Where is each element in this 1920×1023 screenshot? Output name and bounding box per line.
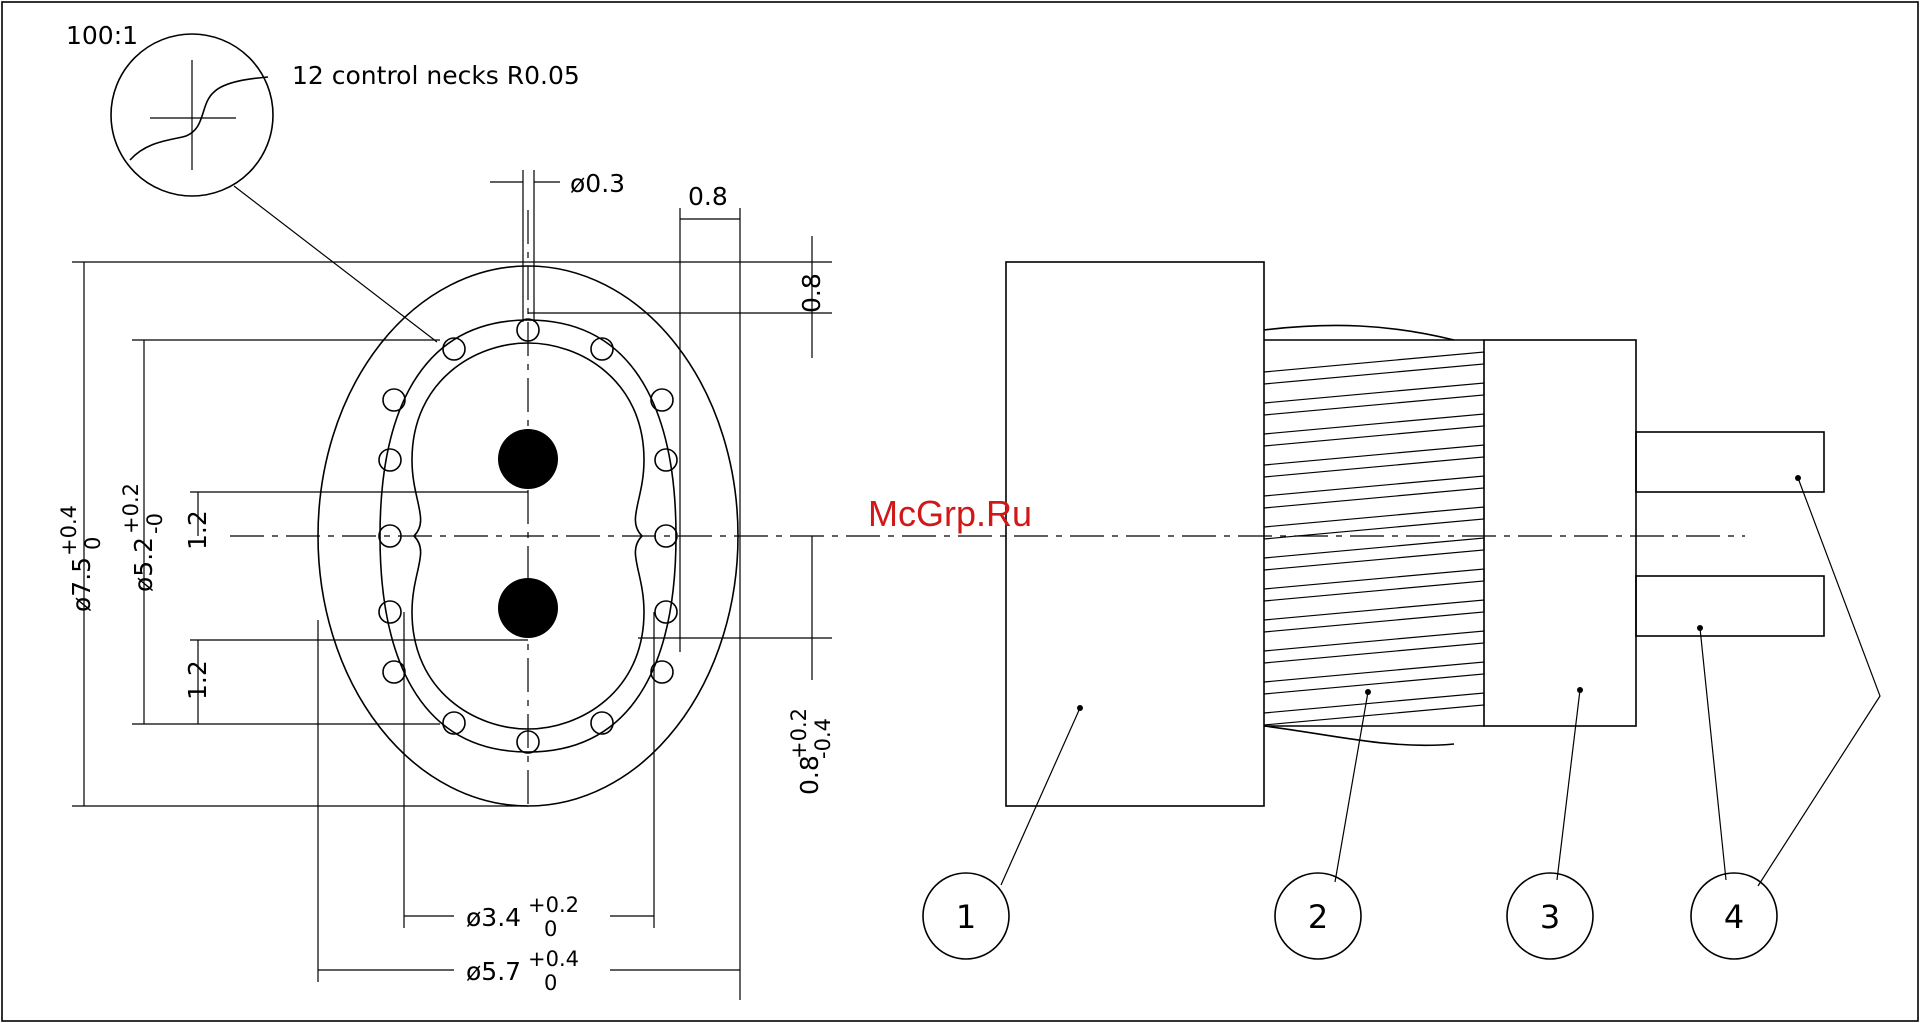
control-neck-hole — [443, 712, 465, 734]
dim-mid-dia-base: ø5.7 — [466, 957, 521, 986]
thread-ridge — [1264, 445, 1484, 477]
thread-ridge — [1264, 352, 1484, 384]
balloon-label: 3 — [1540, 898, 1560, 936]
control-neck-hole — [383, 661, 405, 683]
dim-inner-dia-lower: 0 — [544, 917, 557, 941]
thread-edge-top — [1264, 325, 1454, 340]
control-neck-hole — [655, 449, 677, 471]
balloon-label: 2 — [1308, 898, 1328, 936]
thread-ridge — [1264, 538, 1484, 570]
leader-dot — [1077, 705, 1083, 711]
thread-ridge — [1264, 476, 1484, 508]
part-4-pins — [1636, 432, 1824, 636]
control-neck-hole — [379, 601, 401, 623]
dim-mid-dia-lower: 0 — [544, 971, 557, 995]
balloon-1: 1 — [923, 873, 1009, 959]
dim-hole-dia: ø0.3 — [570, 169, 625, 198]
dim-pitch-bottom: 1.2 — [183, 660, 212, 700]
control-neck-hole — [379, 449, 401, 471]
control-neck-hole — [651, 389, 673, 411]
part-3-body — [1484, 340, 1636, 726]
control-neck-hole — [443, 338, 465, 360]
part-2-threads — [1264, 325, 1484, 745]
dim-ring-dia-upper: +0.2 — [119, 483, 143, 534]
control-neck-hole — [655, 601, 677, 623]
leader-dot — [1577, 687, 1583, 693]
thread-ridge — [1264, 414, 1484, 446]
watermark: McGrp.Ru — [868, 493, 1032, 534]
balloon-leader — [1001, 708, 1080, 885]
thread-ridge — [1264, 569, 1484, 601]
dim-flange-width: 0.8 — [688, 182, 728, 211]
balloon-3: 3 — [1507, 873, 1593, 959]
balloon-leader — [1758, 478, 1880, 886]
leader-dot — [1697, 625, 1703, 631]
dim-side-offset-upper: +0.2 — [787, 708, 811, 759]
dim-side-offset-lower: -0.4 — [811, 718, 835, 759]
thread-ridge — [1264, 383, 1484, 415]
balloon-label: 4 — [1724, 898, 1744, 936]
dim-ring-dia-lower: -0 — [143, 513, 167, 534]
control-neck-hole — [591, 712, 613, 734]
leader-dot — [1365, 689, 1371, 695]
part-4-pin-bottom — [1636, 576, 1824, 636]
leader-dot — [1795, 475, 1801, 481]
thread-ridge — [1264, 600, 1484, 632]
side-view: 1 2 3 4 — [923, 262, 1880, 959]
detail-leader — [234, 186, 437, 342]
dim-inner-dia-upper: +0.2 — [528, 893, 579, 917]
dim-outer-dia-lower: 0 — [81, 537, 105, 550]
thread-ridge — [1264, 662, 1484, 694]
balloon-leader — [1700, 628, 1726, 880]
dim-top-offset: 0.8 — [797, 273, 826, 313]
part-4-pin-top — [1636, 432, 1824, 492]
dim-outer-dia-base: ø7.5 — [67, 557, 96, 612]
thread-ridge — [1264, 693, 1484, 725]
dim-side-offset-base: 0.8 — [795, 755, 824, 795]
detail-note: 12 control necks R0.05 — [292, 61, 580, 90]
balloon-4: 4 — [1691, 873, 1777, 959]
balloon-leader — [1335, 692, 1368, 882]
balloon-leader — [1557, 690, 1580, 880]
dim-mid-dia-upper: +0.4 — [528, 947, 579, 971]
control-neck-hole — [383, 389, 405, 411]
balloons: 1 2 3 4 — [923, 475, 1880, 959]
thread-ridge — [1264, 507, 1484, 539]
part-1-body — [1006, 262, 1264, 806]
control-neck-hole — [591, 338, 613, 360]
thread-ridge — [1264, 631, 1484, 663]
dim-pitch-top: 1.2 — [183, 510, 212, 550]
dim-ring-dia-base: ø5.2 — [129, 537, 158, 592]
scale-label: 100:1 — [66, 21, 138, 50]
balloon-label: 1 — [956, 898, 976, 936]
dim-inner-dia-base: ø3.4 — [466, 903, 521, 932]
balloon-2: 2 — [1275, 873, 1361, 959]
dim-outer-dia-upper: +0.4 — [57, 505, 81, 556]
dimensions: ø0.3 0.8 0.8 0.8 +0.2 -0.4 ø7.5 +0.4 0 — [57, 169, 835, 1000]
